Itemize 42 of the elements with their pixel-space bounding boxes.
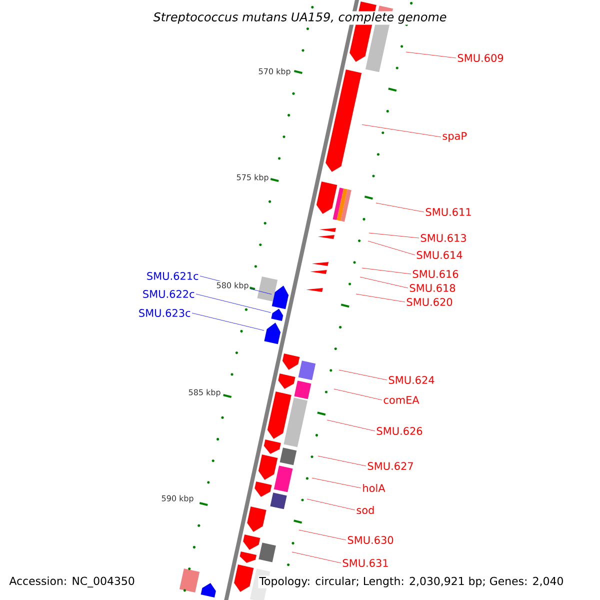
- gene-label: SMU.622c: [143, 290, 194, 298]
- gene-label: holA: [363, 484, 386, 492]
- leader-line: [192, 312, 264, 331]
- gene-label: SMU.623c: [139, 309, 190, 317]
- leader-line: [338, 370, 388, 380]
- leader-line: [306, 498, 356, 510]
- leader-line: [406, 52, 456, 58]
- leader-line: [362, 124, 442, 138]
- leader-line: [360, 276, 408, 288]
- leader-line: [376, 202, 424, 212]
- leader-line: [368, 240, 416, 256]
- gene-label: comEA: [384, 396, 420, 404]
- leader-line: [292, 552, 342, 564]
- gene-label: SMU.611: [426, 208, 471, 216]
- gene-label: SMU.613: [420, 234, 466, 242]
- gene-label: SMU.626: [376, 427, 422, 435]
- gene-label: SMU.630: [348, 536, 394, 544]
- gene-label: SMU.621c: [147, 272, 198, 280]
- leader-line: [362, 268, 412, 274]
- gene-label: spaP: [442, 132, 467, 142]
- info-text: Accession: NC_004350: [8, 576, 136, 588]
- gene-label: SMU.609: [458, 54, 504, 62]
- gene-label: SMU.616: [412, 270, 458, 278]
- leader-line: [368, 232, 420, 238]
- gene-block: [326, 70, 362, 172]
- gene-label: sod: [356, 506, 374, 514]
- leader-line: [312, 478, 362, 488]
- gene-label: SMU.620: [406, 298, 452, 306]
- title: Streptococcus mutans UA159, complete genome: [152, 11, 448, 25]
- leader-line: [334, 388, 382, 400]
- leader-line: [196, 294, 272, 313]
- gene-block: [271, 308, 284, 321]
- gene-label: SMU.624: [388, 376, 434, 384]
- leader-line: [356, 294, 406, 302]
- leader-line: [298, 530, 346, 540]
- gene-label: SMU.614: [416, 251, 462, 259]
- leader-line: [326, 420, 376, 432]
- gene-label: SMU.627: [368, 462, 413, 470]
- gene-label: SMU.618: [410, 284, 456, 292]
- gene-label: SMU.631: [342, 559, 388, 567]
- leader-line: [318, 456, 366, 466]
- info-text: Topology: circular; Length: 2,030,921 bp; Genes: 2,040: [258, 576, 565, 588]
